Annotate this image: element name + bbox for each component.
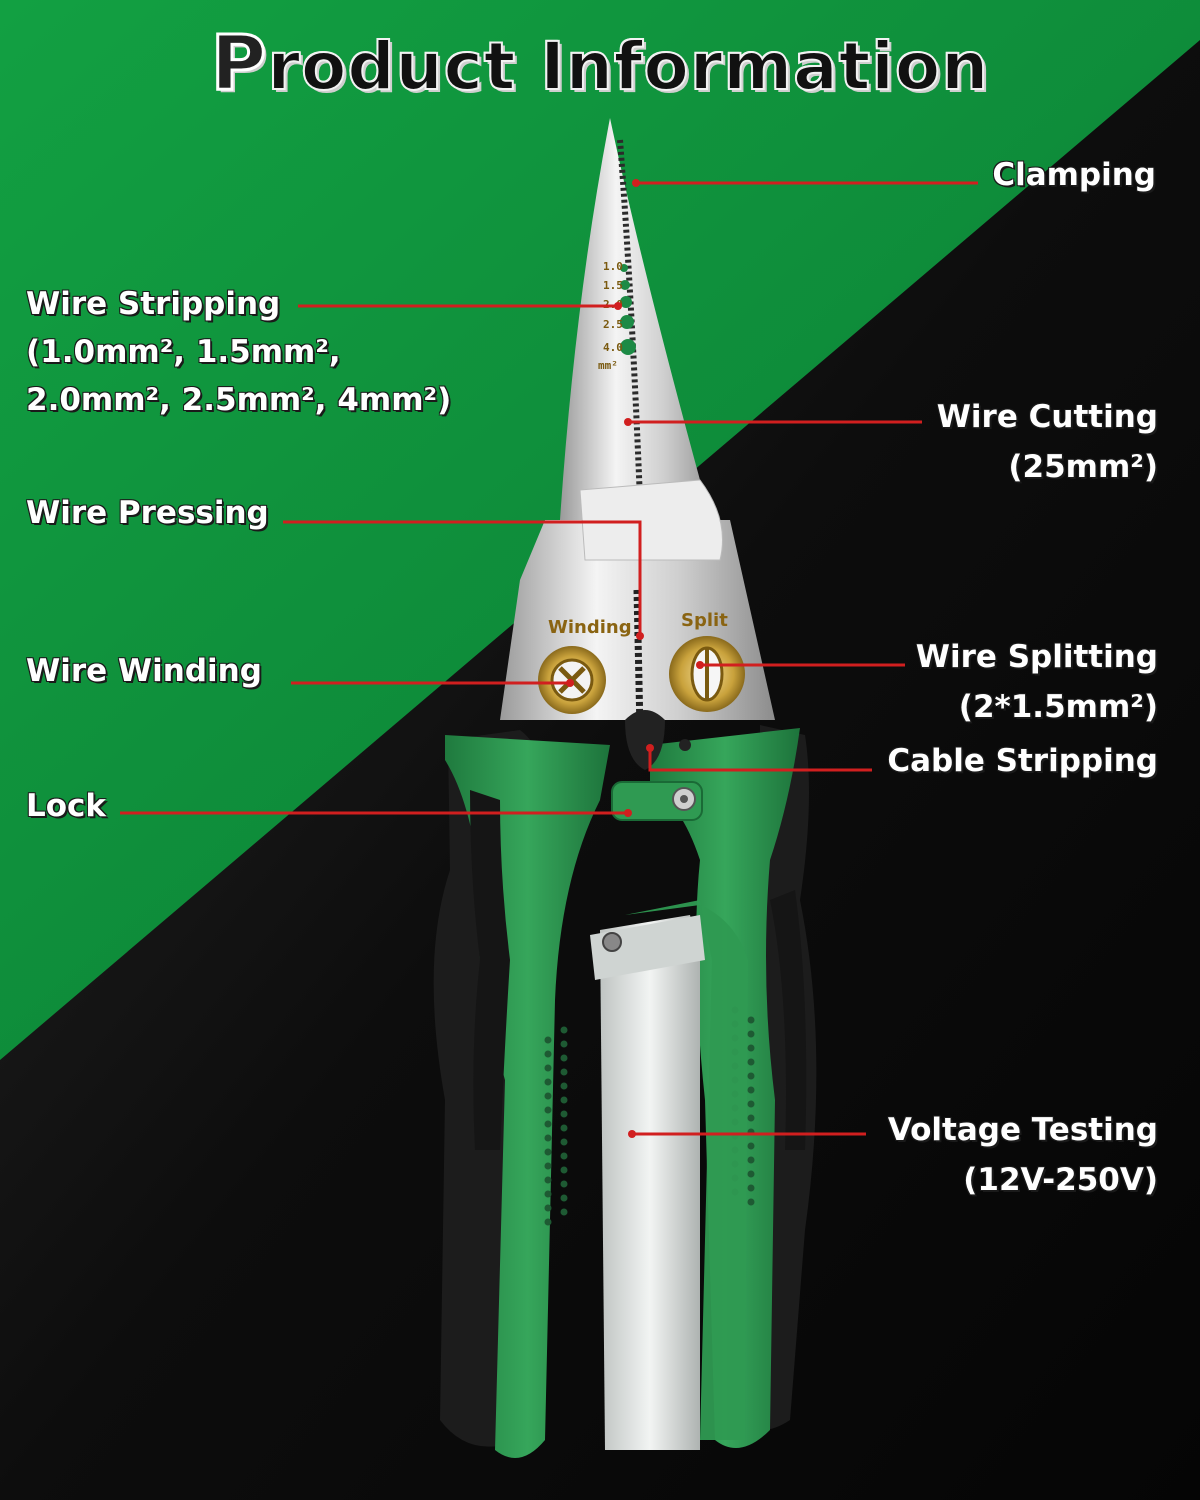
- page-title: Product Information: [0, 17, 1200, 109]
- stripping-gauge: [620, 264, 636, 355]
- grip-dot: [544, 1190, 552, 1198]
- cable-stripping-hole: [625, 710, 691, 770]
- label-wire-pressing-text: Wire Pressing: [26, 495, 269, 531]
- gauge-unit: mm²: [598, 359, 618, 372]
- grip-dot: [560, 1124, 568, 1132]
- grip-dot: [560, 1082, 568, 1090]
- grip-dot: [747, 1100, 755, 1108]
- grip-dot: [747, 1184, 755, 1192]
- label-wire-splitting-spec: (2*1.5mm²): [958, 689, 1158, 725]
- gauge-size-1: 1.0: [603, 260, 623, 273]
- label-clamping-text: Clamping: [992, 157, 1156, 193]
- grip-dot: [747, 1058, 755, 1066]
- label-wire-stripping: Wire Stripping (1.0mm², 1.5mm², 2.0mm², …: [26, 280, 451, 424]
- label-lock: Lock: [26, 785, 106, 827]
- grip-dot: [560, 1152, 568, 1160]
- gauge-size-2: 1.5: [603, 279, 623, 292]
- label-voltage-testing: Voltage Testing (12V-250V): [888, 1105, 1158, 1205]
- grip-dot: [560, 1180, 568, 1188]
- grip-dot: [544, 1134, 552, 1142]
- gauge-size-5: 4.0: [603, 341, 623, 354]
- label-wire-pressing: Wire Pressing: [26, 492, 269, 534]
- grip-dot: [560, 1040, 568, 1048]
- split-ring: [669, 636, 745, 712]
- label-voltage-testing-spec: (12V-250V): [963, 1162, 1158, 1198]
- gauge-size-4: 2.5: [603, 318, 623, 331]
- split-stamp: Split: [681, 610, 728, 631]
- grip-dot: [560, 1166, 568, 1174]
- grip-dot: [544, 1106, 552, 1114]
- grip-dot: [544, 1092, 552, 1100]
- grip-dot: [544, 1176, 552, 1184]
- left-handle: [433, 730, 610, 1458]
- grip-dot: [747, 1072, 755, 1080]
- leader-cable-stripping: [648, 748, 872, 772]
- grip-dot: [544, 1050, 552, 1058]
- label-wire-cutting: Wire Cutting (25mm²): [937, 392, 1158, 492]
- grip-dot: [560, 1208, 568, 1216]
- grip-dot: [560, 1138, 568, 1146]
- leader-wire-pressing: [283, 520, 642, 636]
- label-wire-splitting-title: Wire Splitting: [915, 639, 1158, 675]
- label-wire-stripping-title: Wire Stripping: [26, 286, 281, 322]
- grip-dot: [747, 1142, 755, 1150]
- lock-mechanism: [611, 781, 703, 821]
- grip-dot: [544, 1064, 552, 1072]
- grip-dot: [747, 1156, 755, 1164]
- grip-dot: [544, 1120, 552, 1128]
- voltage-tester: [590, 900, 748, 1450]
- grip-dot: [544, 1204, 552, 1212]
- grip-dot: [560, 1096, 568, 1104]
- grip-dot: [544, 1148, 552, 1156]
- grip-dot: [544, 1036, 552, 1044]
- grip-dot: [747, 1114, 755, 1122]
- title-initial: P: [209, 17, 268, 109]
- label-wire-stripping-sizes-1: (1.0mm², 1.5mm²,: [26, 334, 341, 370]
- label-lock-text: Lock: [26, 788, 107, 824]
- grip-dot: [747, 1086, 755, 1094]
- grip-dot: [544, 1162, 552, 1170]
- grip-dot: [747, 1044, 755, 1052]
- winding-stamp: Winding: [548, 617, 632, 638]
- grip-dot: [560, 1054, 568, 1062]
- grip-dot: [544, 1218, 552, 1226]
- label-wire-stripping-sizes-2: 2.0mm², 2.5mm², 4mm²): [26, 382, 452, 418]
- grip-dot: [560, 1026, 568, 1034]
- grip-dot: [560, 1194, 568, 1202]
- label-clamping: Clamping: [992, 154, 1156, 196]
- grip-dot: [747, 1198, 755, 1206]
- grip-dot: [560, 1068, 568, 1076]
- grip-dot: [747, 1016, 755, 1024]
- label-wire-winding-text: Wire Winding: [26, 653, 262, 689]
- label-wire-cutting-title: Wire Cutting: [936, 399, 1158, 435]
- grip-dot: [544, 1078, 552, 1086]
- label-cable-stripping-text: Cable Stripping: [887, 743, 1158, 779]
- grip-dot: [560, 1110, 568, 1118]
- label-wire-winding: Wire Winding: [26, 650, 262, 692]
- title-rest: roduct Information: [266, 27, 990, 106]
- grip-dot: [747, 1030, 755, 1038]
- label-wire-cutting-spec: (25mm²): [1008, 449, 1158, 485]
- label-cable-stripping: Cable Stripping: [887, 740, 1158, 782]
- label-voltage-testing-title: Voltage Testing: [887, 1112, 1158, 1148]
- label-wire-splitting: Wire Splitting (2*1.5mm²): [916, 632, 1158, 732]
- grip-dot: [747, 1170, 755, 1178]
